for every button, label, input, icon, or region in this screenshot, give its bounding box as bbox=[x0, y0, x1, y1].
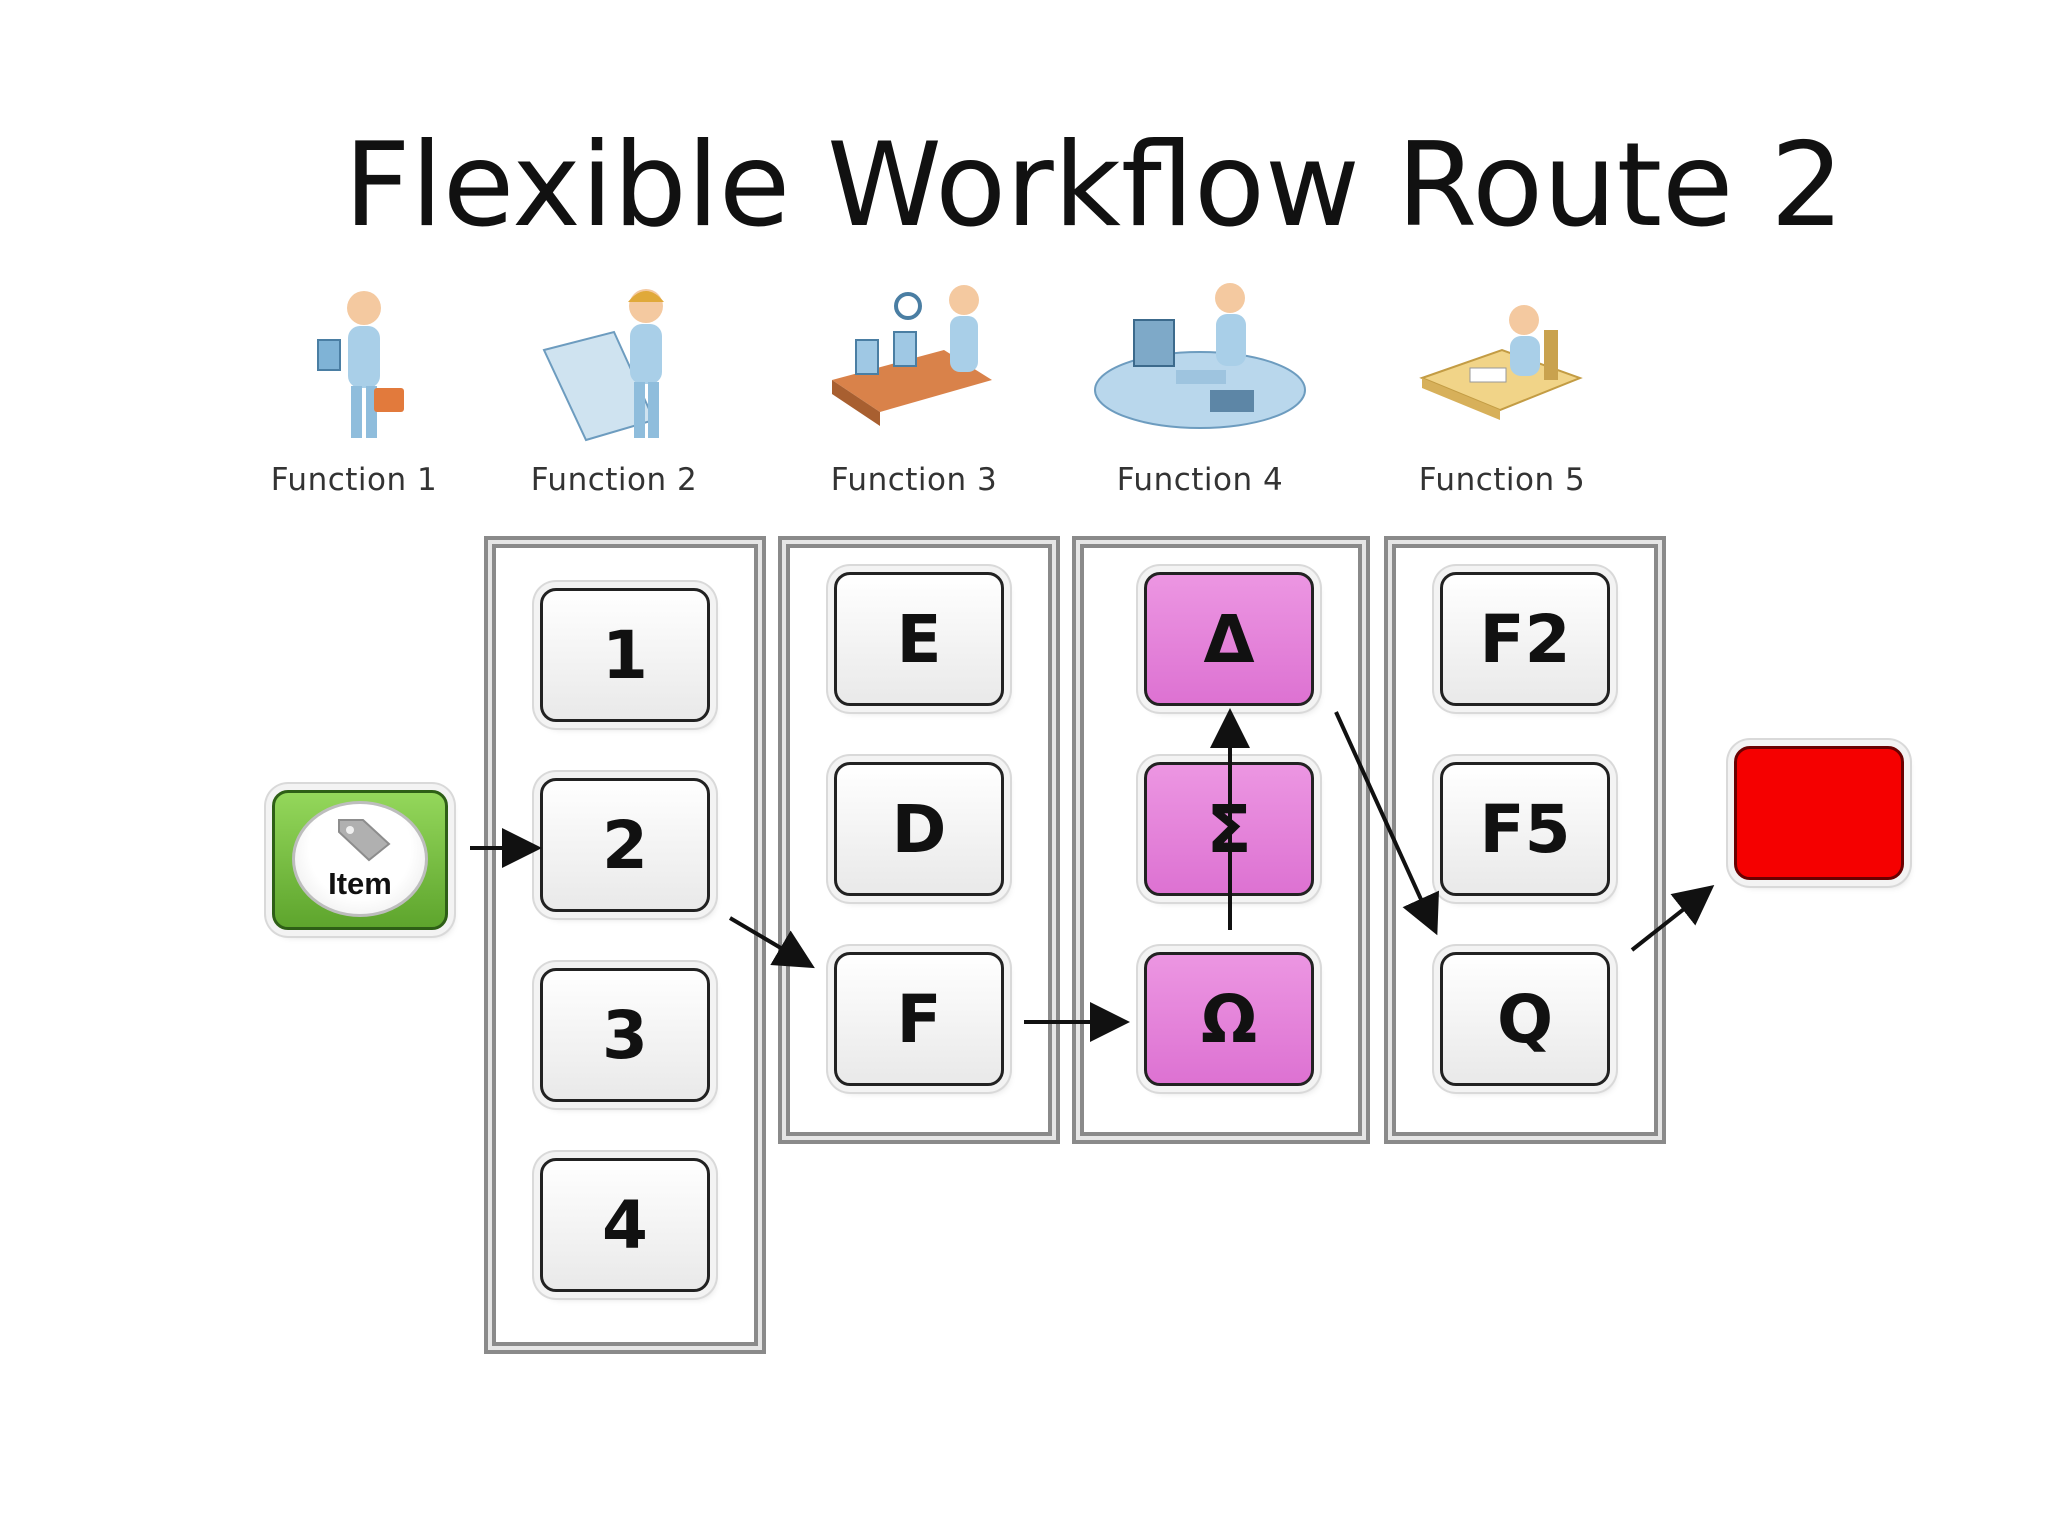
function-1-header: Function 1 bbox=[244, 270, 464, 498]
engineer-with-blueprint-icon bbox=[542, 289, 664, 442]
task-node[interactable]: F5 bbox=[1440, 762, 1610, 896]
arrow-2-to-f bbox=[728, 916, 815, 969]
clerk-at-desk-icon bbox=[1419, 305, 1583, 420]
task-node[interactable]: F2 bbox=[1440, 572, 1610, 706]
task-node[interactable]: Q bbox=[1440, 952, 1610, 1086]
task-node[interactable]: E bbox=[834, 572, 1004, 706]
function-label: Function 5 bbox=[1418, 462, 1586, 498]
item-start-node[interactable]: Item bbox=[272, 790, 448, 930]
item-disc: Item bbox=[292, 801, 428, 917]
task-node[interactable]: D bbox=[834, 762, 1004, 896]
task-node-highlighted[interactable]: Ω bbox=[1144, 952, 1314, 1086]
function-3-header: Function 3 bbox=[804, 270, 1024, 498]
task-node[interactable]: F bbox=[834, 952, 1004, 1086]
task-node-highlighted[interactable]: Δ bbox=[1144, 572, 1314, 706]
item-label: Item bbox=[328, 866, 392, 901]
function-4-header: Function 4 bbox=[1090, 270, 1310, 498]
function-label: Function 4 bbox=[1116, 462, 1284, 498]
arrow-delta-to-q bbox=[1334, 711, 1439, 936]
person-with-tablet-briefcase-icon bbox=[317, 291, 404, 438]
task-node[interactable]: 4 bbox=[540, 1158, 710, 1292]
arrow-q-to-end bbox=[1630, 885, 1715, 952]
function-2-header: Function 2 bbox=[504, 270, 724, 498]
function-label: Function 1 bbox=[270, 462, 438, 498]
function-label: Function 2 bbox=[530, 462, 698, 498]
tag-icon bbox=[338, 819, 391, 862]
function-5-header: Function 5 bbox=[1392, 270, 1612, 498]
inspector-conveyor-icon bbox=[832, 285, 992, 426]
slide-title: Flexible Workflow Route 2 bbox=[343, 118, 1845, 253]
end-node[interactable] bbox=[1734, 746, 1904, 880]
task-node[interactable]: 1 bbox=[540, 588, 710, 722]
function-label: Function 3 bbox=[830, 462, 998, 498]
operator-at-desk-computer-icon bbox=[1094, 283, 1306, 429]
task-node[interactable]: 3 bbox=[540, 968, 710, 1102]
